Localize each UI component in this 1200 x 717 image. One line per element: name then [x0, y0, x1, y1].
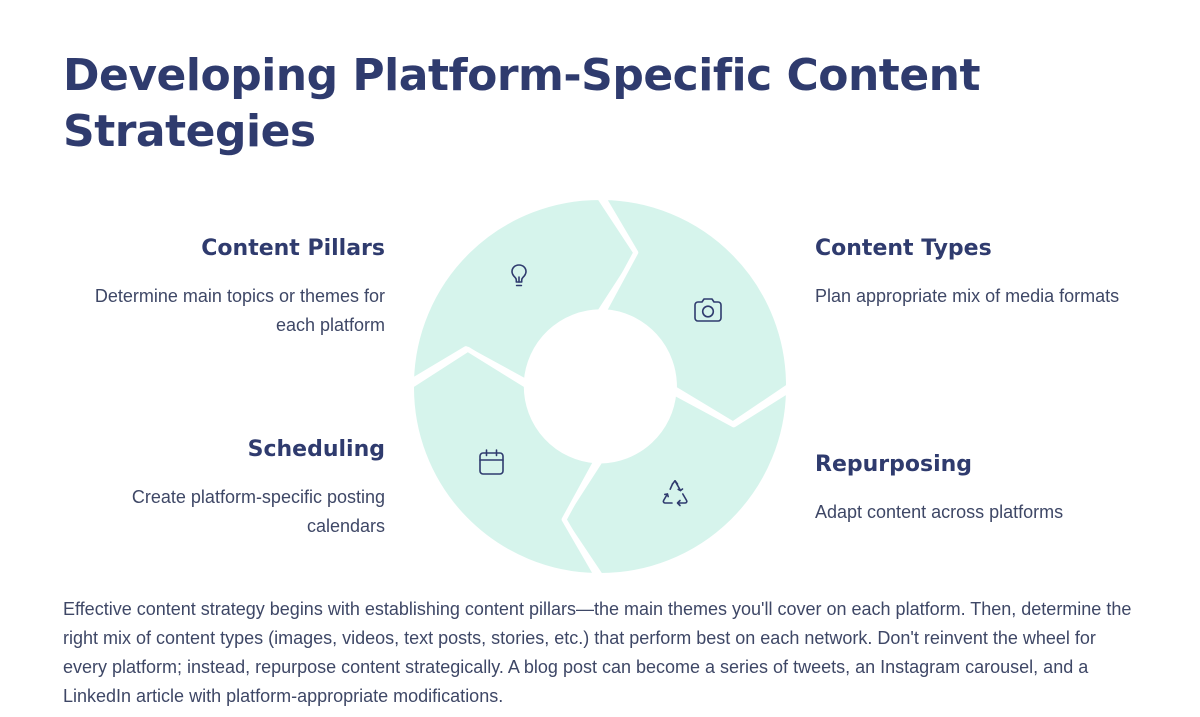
step-description: Create platform-specific posting calenda…: [131, 487, 385, 536]
step-content-types: Content Types Plan appropriate mix of me…: [815, 236, 1145, 311]
step-title: Content Types: [815, 236, 992, 261]
step-title: Content Pillars: [201, 236, 385, 261]
center-hole: [529, 315, 671, 457]
page-title: Developing Platform-Specific Content Str…: [63, 50, 981, 157]
cycle-diagram: [408, 195, 792, 578]
step-title: Scheduling: [247, 437, 385, 462]
step-repurposing: Repurposing Adapt content across platfor…: [815, 452, 1145, 527]
step-scheduling: Scheduling Create platform-specific post…: [63, 437, 385, 541]
calendar-icon: [479, 449, 504, 475]
lightbulb-icon: [511, 264, 527, 287]
segment-content-pillars: [409, 195, 640, 385]
step-content-pillars: Content Pillars Determine main topics or…: [63, 236, 385, 340]
segment-scheduling: [408, 346, 599, 578]
camera-icon: [694, 298, 722, 322]
summary-paragraph: Effective content strategy begins with e…: [63, 599, 1132, 706]
step-title: Repurposing: [815, 452, 973, 477]
segment-content-types: [600, 195, 792, 427]
step-description: Plan appropriate mix of media formats: [815, 286, 1120, 306]
recycle-icon: [662, 480, 688, 507]
step-description: Determine main topics or themes for each…: [94, 286, 385, 335]
step-description: Adapt content across platforms: [815, 502, 1064, 522]
